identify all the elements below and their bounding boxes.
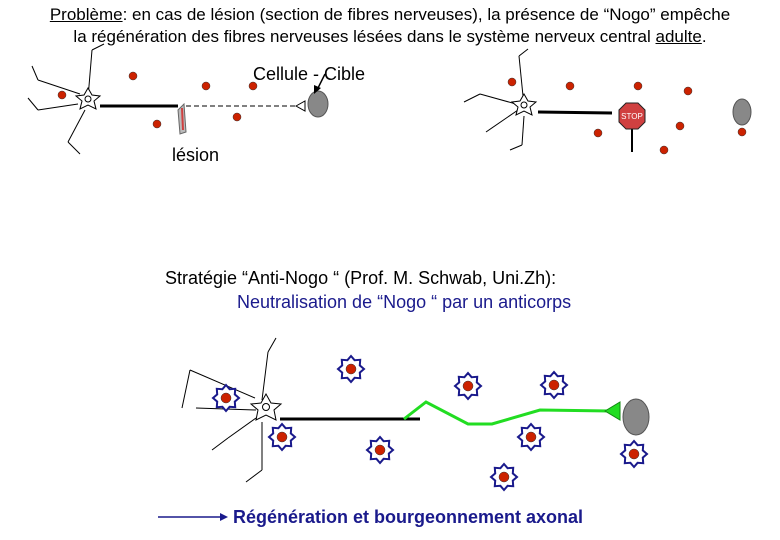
target-cell <box>307 90 329 118</box>
axon <box>537 110 613 115</box>
antibody-icon <box>619 439 649 469</box>
arrow-icon <box>158 513 228 521</box>
antibody-icon <box>336 354 366 384</box>
antibody-icon <box>489 462 519 492</box>
problem-word: Problème <box>49 5 123 24</box>
target-cell <box>622 398 650 436</box>
target-cell-label: Cellule - Cible <box>253 64 366 84</box>
antibody-icon <box>267 422 297 452</box>
growth-cone <box>604 401 621 421</box>
problem-line-1: Problème: en cas de lésion (section de f… <box>0 4 780 26</box>
panel-anti-nogo <box>181 337 650 492</box>
nogo-dot <box>548 379 560 391</box>
neuron-icon <box>27 43 105 155</box>
nogo-dot <box>345 363 357 375</box>
regeneration-legend: Régénération et bourgeonnement axonal <box>233 507 584 527</box>
stop-sign-icon: STOP <box>618 102 646 152</box>
nogo-dot <box>374 444 386 456</box>
stop-label: STOP <box>621 112 643 121</box>
panel-nogo-block: STOP <box>463 48 752 155</box>
regenerating-axon <box>403 400 611 426</box>
adult-word: adulte <box>655 27 702 46</box>
neuron-icon <box>463 48 538 151</box>
nogo-dots <box>57 71 258 129</box>
problem-line-1-text: : en cas de lésion (section de fibres ne… <box>122 5 731 24</box>
panel-lesion <box>27 43 329 155</box>
lesion-label: lésion <box>172 145 220 165</box>
nogo-dots <box>507 77 747 155</box>
strategy-subtitle: Neutralisation de “Nogo “ par un anticor… <box>237 292 572 312</box>
knife-icon <box>177 102 187 135</box>
nogo-dot <box>525 431 537 443</box>
antibody-group <box>211 354 649 492</box>
nogo-dot <box>220 392 232 404</box>
nogo-dot <box>628 448 640 460</box>
nogo-dot <box>498 471 510 483</box>
nogo-dot <box>462 380 474 392</box>
antibody-icon <box>453 371 483 401</box>
strategy-title: Stratégie “Anti-Nogo “ (Prof. M. Schwab,… <box>165 268 557 288</box>
target-cell <box>732 98 752 126</box>
problem-line-2-text: la régénération des fibres nerveuses lés… <box>73 27 656 46</box>
problem-line-2-end: . <box>701 27 707 46</box>
antibody-icon <box>539 370 569 400</box>
growth-cone <box>294 100 306 112</box>
target-pointer-head <box>314 85 321 94</box>
problem-line-2: la régénération des fibres nerveuses lés… <box>0 26 780 48</box>
antibody-icon <box>365 435 395 465</box>
antibody-icon <box>516 422 546 452</box>
problem-statement: Problème: en cas de lésion (section de f… <box>0 4 780 48</box>
neuron-icon <box>181 337 283 483</box>
antibody-icon <box>211 383 241 413</box>
nogo-dot <box>276 431 288 443</box>
